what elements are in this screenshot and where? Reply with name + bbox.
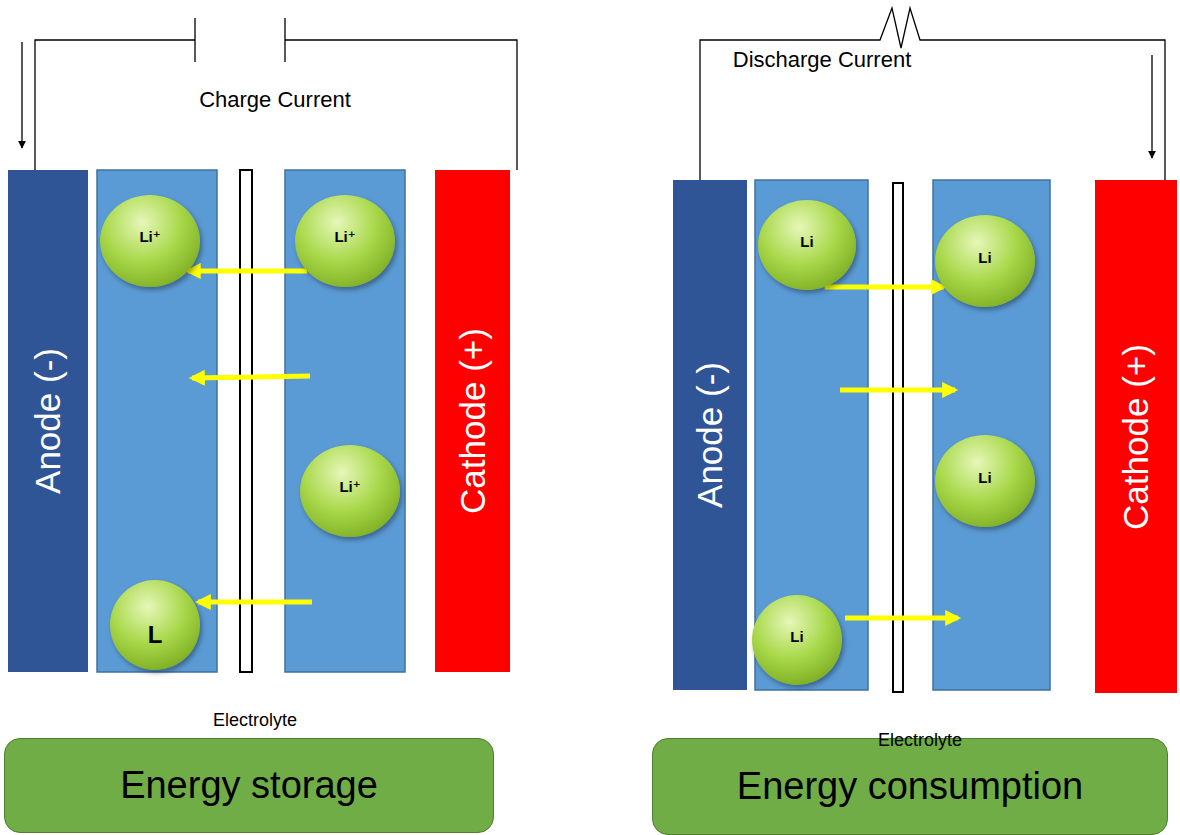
lithium-ion: Li⁺ xyxy=(300,445,400,537)
charge-circuit-wire xyxy=(35,18,517,170)
ion-flow-arrow xyxy=(825,285,944,290)
node-text: Li xyxy=(800,233,813,250)
node-text: Li⁺ xyxy=(339,478,360,496)
lithium-atom: Li xyxy=(752,595,842,685)
node-text: Cathode (+) xyxy=(453,328,493,514)
caption-box: Energy consumption xyxy=(652,738,1168,835)
ion-flow-arrow xyxy=(840,388,955,393)
lithium-ion: L xyxy=(110,580,200,670)
diagram-label: Electrolyte xyxy=(878,730,962,751)
ion-flow-arrow xyxy=(188,269,307,274)
node-text: Li⁺ xyxy=(334,228,355,246)
lithium-ion: Li⁺ xyxy=(100,195,200,287)
lithium-ion: Li⁺ xyxy=(295,195,395,287)
ion-flow-arrow xyxy=(198,600,312,605)
separator xyxy=(240,170,252,672)
node-text: Anode (-) xyxy=(28,348,68,494)
ion-flow-arrow xyxy=(845,616,958,621)
electrolyte-region xyxy=(933,180,1050,690)
anode-bar: Anode (-) xyxy=(673,180,747,690)
node-text: Li xyxy=(978,249,991,266)
node-text: Li⁺ xyxy=(139,228,160,246)
node-text: Li xyxy=(978,469,991,486)
caption-box: Energy storage xyxy=(4,738,494,833)
node-text: Cathode (+) xyxy=(1116,344,1156,530)
node-text: Energy consumption xyxy=(737,765,1083,808)
diagram-label: Electrolyte xyxy=(213,710,297,731)
cathode-bar: Cathode (+) xyxy=(1095,180,1177,693)
current-arrow xyxy=(1151,55,1152,158)
ion-flow-arrow xyxy=(192,376,310,378)
lithium-atom: Li xyxy=(935,215,1035,307)
node-text: Energy storage xyxy=(120,764,378,807)
electrolyte-region xyxy=(285,170,405,672)
lithium-atom: Li xyxy=(935,435,1035,527)
cathode-bar: Cathode (+) xyxy=(435,170,510,672)
current-arrow xyxy=(21,42,22,148)
diagram-label: Charge Current xyxy=(199,87,351,113)
node-text: L xyxy=(148,621,163,649)
node-text: Anode (-) xyxy=(690,362,730,508)
node-text: Li xyxy=(790,628,803,645)
lithium-atom: Li xyxy=(758,200,856,290)
anode-bar: Anode (-) xyxy=(8,170,88,672)
discharge-circuit-wire xyxy=(700,8,1165,180)
diagram-label: Discharge Current xyxy=(733,47,912,73)
electrolyte-region xyxy=(97,170,217,672)
